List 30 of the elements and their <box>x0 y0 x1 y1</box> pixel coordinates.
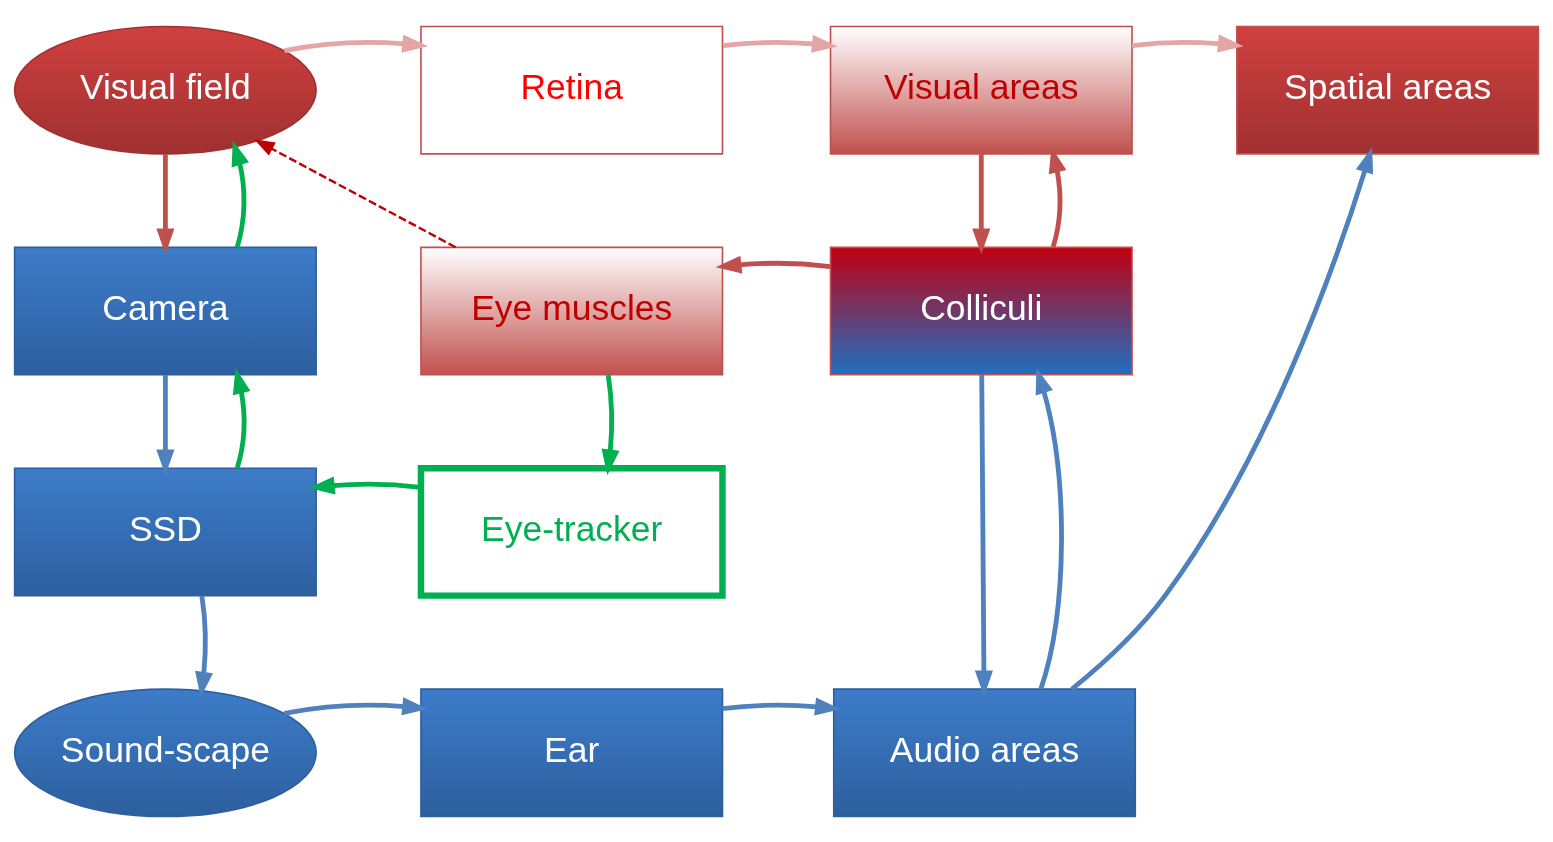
arrow <box>974 374 993 696</box>
arrow <box>232 367 251 469</box>
arrow <box>972 153 991 254</box>
arrow <box>715 255 831 274</box>
node-box: Retina <box>420 25 724 155</box>
arrow <box>195 595 213 698</box>
node-box: Colliculi <box>829 246 1133 376</box>
node-ellipse: Sound-scape <box>13 687 317 817</box>
arrow <box>722 697 841 716</box>
arrow <box>1070 146 1374 691</box>
arrow <box>284 34 429 53</box>
node-box: Audio areas <box>832 687 1137 817</box>
node-box: Eye muscles <box>420 246 724 376</box>
node-box: Ear <box>420 687 724 817</box>
node-box: Spatial areas <box>1236 25 1540 155</box>
node-box: Camera <box>13 246 317 376</box>
arrow <box>1131 34 1244 53</box>
arrow <box>308 475 421 494</box>
arrow <box>156 153 175 254</box>
arrow <box>601 374 620 475</box>
arrow <box>284 696 429 716</box>
arrow <box>1048 146 1067 248</box>
arrow <box>253 138 457 248</box>
arrow <box>1035 367 1064 690</box>
node-box: Visual areas <box>829 25 1133 155</box>
node-box: SSD <box>13 466 317 596</box>
arrow <box>156 374 175 475</box>
node-box: Eye-tracker <box>417 464 726 599</box>
arrow <box>231 139 249 248</box>
arrow <box>722 34 838 53</box>
